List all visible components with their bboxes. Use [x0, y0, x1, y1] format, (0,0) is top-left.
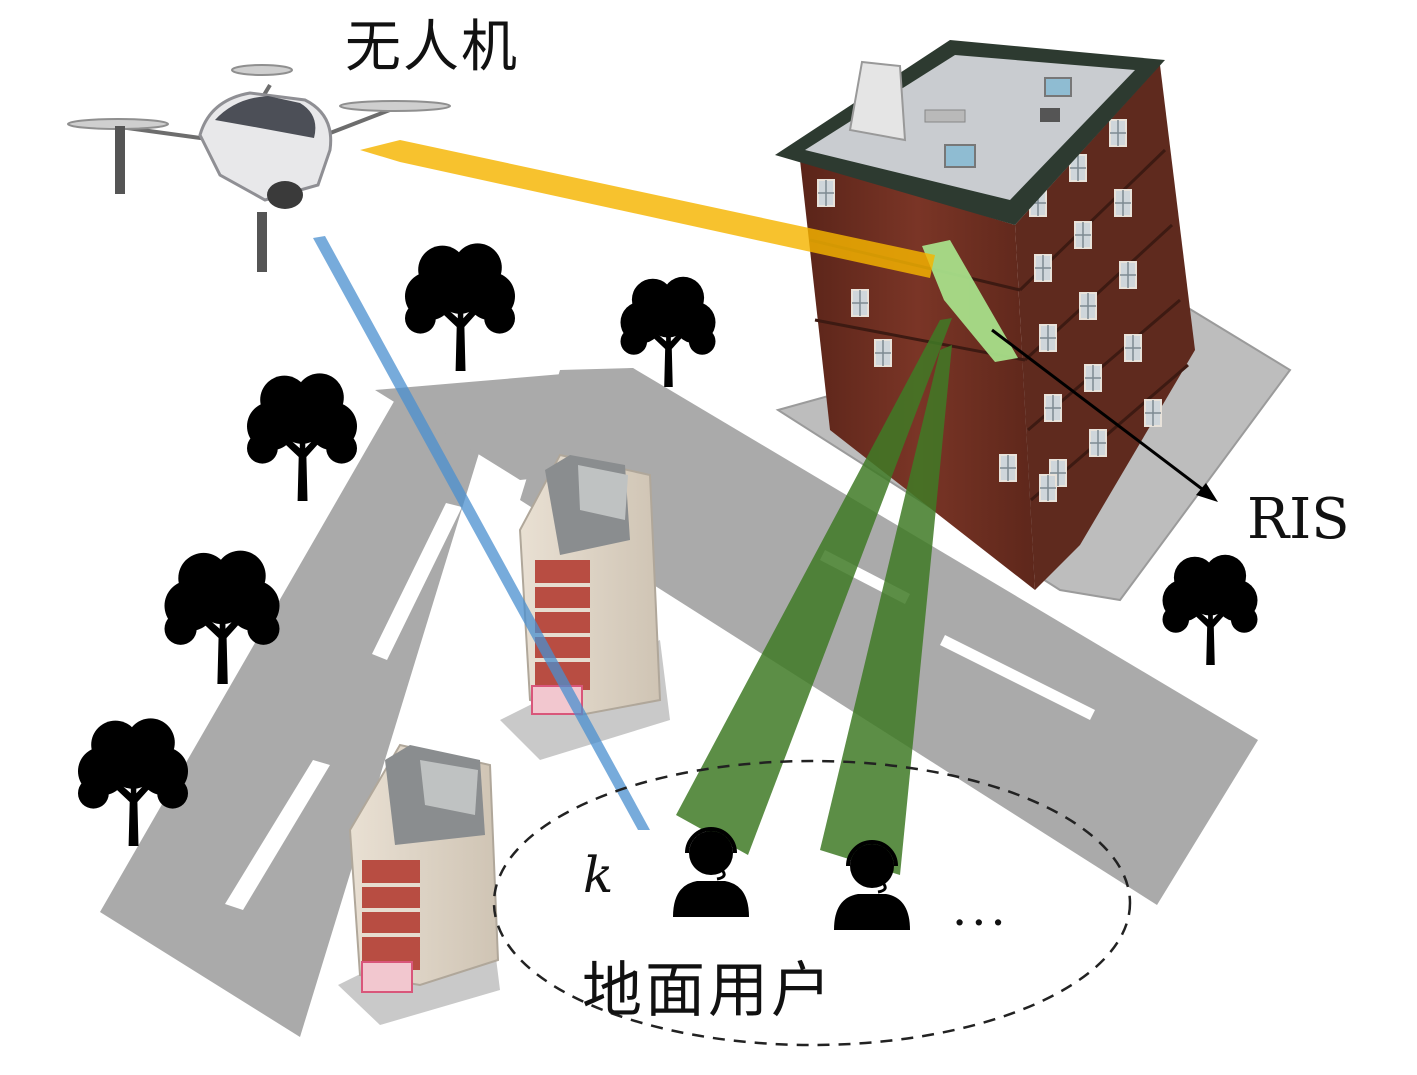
user-index-label: k	[583, 846, 614, 904]
road-markings	[225, 503, 1095, 910]
tower-building-upper	[500, 453, 670, 760]
uav-to-ris-beam	[360, 140, 935, 278]
more-users-ellipsis: ···	[952, 895, 1010, 951]
ris-label: RIS	[1247, 487, 1350, 552]
ground-users-label: 地面用户	[582, 956, 834, 1026]
road-left-branch	[100, 388, 499, 1037]
tree-icon	[405, 243, 515, 371]
uav-label: 无人机	[345, 15, 519, 80]
ris-reflected-beam-2	[820, 345, 952, 875]
ris-reflected-beam-1	[676, 318, 952, 855]
roof-equipment	[848, 60, 1072, 168]
ground-users-coverage-ellipse	[492, 759, 1132, 1047]
quadcopter-drone-icon	[67, 64, 451, 272]
tree-icon	[247, 373, 357, 501]
uav-direct-beam	[313, 236, 650, 830]
tower-building-lower	[338, 743, 500, 1025]
ris-pointer-arrow	[991, 328, 1218, 502]
tree-icon	[1162, 554, 1258, 665]
building-right-facade	[1015, 65, 1195, 590]
